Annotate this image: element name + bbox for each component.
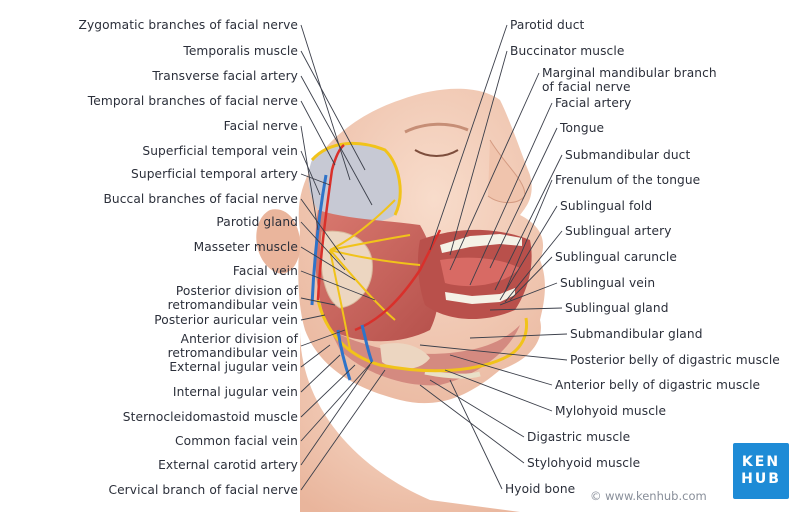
leader-external-carotid-artery: [300, 364, 371, 466]
label-cervical-branch: Cervical branch of facial nerve: [108, 483, 298, 497]
leader-superficial-temporal-artery: [300, 173, 331, 186]
leader-masseter: [300, 246, 356, 281]
leader-facial-vein: [300, 270, 376, 301]
hyoid-shape: [424, 369, 481, 379]
submandibular-gland-shape: [380, 343, 430, 370]
ear: [256, 209, 301, 274]
label-stylohyoid: Stylohyoid muscle: [527, 456, 641, 470]
label-internal-jugular-vein: Internal jugular vein: [172, 385, 298, 399]
leader-marginal-mandibular-branch: [449, 72, 540, 271]
leader-transverse-facial-artery: [300, 75, 373, 206]
label-buccal-branches: Buccal branches of facial nerve: [103, 192, 298, 206]
leader-facial-nerve: [300, 125, 319, 231]
leader-hyoid-bone: [449, 379, 503, 490]
leader-common-facial-vein: [300, 361, 373, 442]
leader-mylohyoid: [444, 369, 553, 412]
upper-teeth: [440, 234, 522, 253]
leader-superficial-temporal-vein: [300, 150, 321, 196]
leader-anterior-division-retromandibular: [300, 329, 346, 347]
label-sublingual-fold: Sublingual fold: [560, 199, 653, 213]
label-digastric: Digastric muscle: [527, 430, 631, 444]
leader-frenulum: [504, 179, 553, 293]
label-transverse-facial-artery: Transverse facial artery: [152, 69, 298, 83]
leader-facial-artery: [469, 102, 553, 286]
label-sublingual-caruncle: Sublingual caruncle: [555, 250, 677, 264]
label-submandibular-duct: Submandibular duct: [565, 148, 691, 162]
leader-temporalis: [300, 50, 366, 171]
leader-sternocleidomastoid: [300, 364, 356, 418]
temporal-outline: [310, 141, 402, 216]
label-parotid-duct: Parotid duct: [510, 18, 585, 32]
leader-posterior-division-retromandibular: [300, 297, 336, 306]
leader-external-jugular-vein: [300, 344, 331, 368]
leader-cervical-branch: [300, 369, 386, 491]
label-parotid-gland: Parotid gland: [216, 215, 298, 229]
leader-tongue: [489, 127, 558, 269]
label-posterior-division-retromandibular: Posterior division of retromandibular ve…: [167, 284, 298, 312]
leader-posterior-auricular-vein: [300, 314, 326, 321]
lower-teeth: [445, 288, 515, 304]
kenhub-logo[interactable]: KEN HUB: [733, 443, 789, 499]
label-common-facial-vein: Common facial vein: [175, 434, 298, 448]
eye-closed: [414, 149, 459, 157]
label-sublingual-artery: Sublingual artery: [565, 224, 672, 238]
leader-sublingual-vein: [499, 282, 558, 306]
label-tongue: Tongue: [560, 121, 605, 135]
leader-stylohyoid: [419, 384, 525, 464]
label-temporalis: Temporalis muscle: [183, 44, 298, 58]
leader-anterior-belly-digastric: [449, 354, 553, 386]
label-facial-artery: Facial artery: [555, 96, 632, 110]
logo-line-1: KEN: [741, 454, 781, 470]
copyright-text: © www.kenhub.com: [590, 489, 707, 503]
label-sternocleidomastoid: Sternocleidomastoid muscle: [122, 410, 298, 424]
label-temporal-branches: Temporal branches of facial nerve: [87, 94, 298, 108]
leader-sublingual-gland: [489, 307, 563, 311]
label-submandibular-gland: Submandibular gland: [570, 327, 703, 341]
label-hyoid-bone: Hyoid bone: [505, 482, 576, 496]
temporal-fascia: [308, 143, 401, 225]
leader-internal-jugular-vein: [300, 354, 341, 393]
label-external-carotid-artery: External carotid artery: [158, 458, 298, 472]
label-facial-nerve: Facial nerve: [223, 119, 298, 133]
label-sublingual-gland: Sublingual gland: [565, 301, 669, 315]
label-sublingual-vein: Sublingual vein: [560, 276, 656, 290]
leader-digastric: [429, 379, 525, 438]
leader-posterior-belly-digastric: [419, 344, 568, 361]
leader-submandibular-duct: [494, 154, 563, 291]
label-zygomatic-branches: Zygomatic branches of facial nerve: [78, 18, 298, 32]
leader-sublingual-artery: [504, 230, 563, 303]
leader-parotid-duct: [429, 24, 508, 251]
logo-line-2: HUB: [741, 471, 781, 487]
neck-skin: [300, 330, 520, 512]
label-superficial-temporal-artery: Superficial temporal artery: [131, 167, 298, 181]
label-anterior-belly-digastric: Anterior belly of digastric muscle: [555, 378, 761, 392]
leader-sublingual-fold: [499, 205, 558, 301]
leader-buccinator: [449, 50, 508, 256]
arteries: [316, 144, 442, 332]
label-posterior-belly-digastric: Posterior belly of digastric muscle: [570, 353, 780, 367]
label-facial-vein: Facial vein: [232, 264, 298, 278]
brow: [404, 122, 469, 134]
leader-buccal-branches: [300, 198, 346, 261]
veins: [310, 174, 374, 381]
label-masseter: Masseter muscle: [193, 240, 298, 254]
leader-submandibular-gland: [469, 333, 568, 339]
leader-parotid-gland: [300, 221, 346, 271]
label-marginal-mandibular-branch: Marginal mandibular branch of facial ner…: [542, 66, 717, 94]
label-buccinator: Buccinator muscle: [510, 44, 625, 58]
leader-sublingual-caruncle: [509, 256, 553, 301]
leader-temporal-branches: [300, 100, 336, 166]
label-superficial-temporal-vein: Superficial temporal vein: [142, 144, 298, 158]
leader-zygomatic-branches: [300, 24, 351, 181]
label-frenulum: Frenulum of the tongue: [555, 173, 701, 187]
label-mylohyoid: Mylohyoid muscle: [555, 404, 667, 418]
label-anterior-division-retromandibular: Anterior division of retromandibular vei…: [167, 332, 298, 360]
label-external-jugular-vein: External jugular vein: [169, 360, 298, 374]
label-posterior-auricular-vein: Posterior auricular vein: [154, 313, 298, 327]
